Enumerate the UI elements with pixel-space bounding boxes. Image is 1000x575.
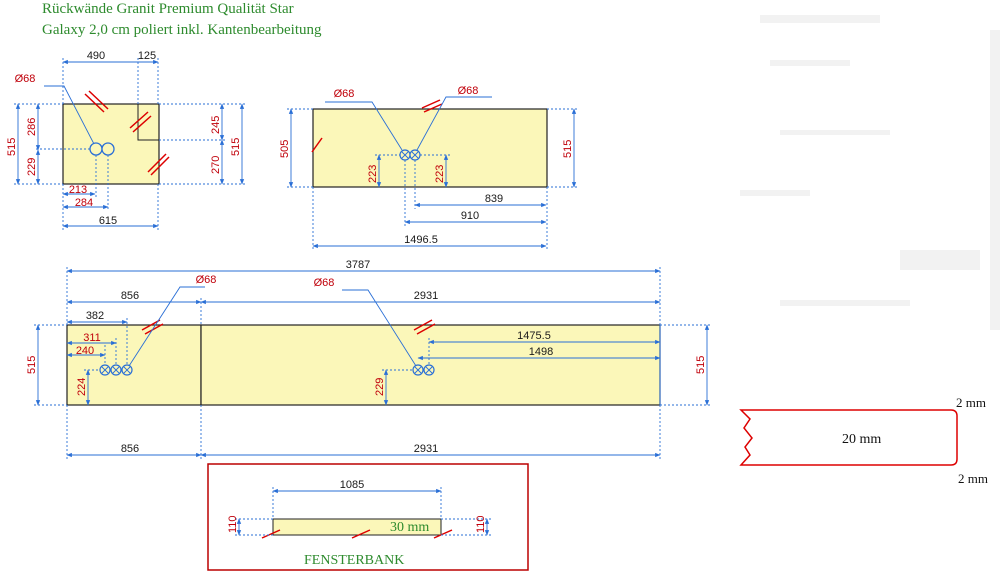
panel-1-hole: [101, 142, 115, 156]
dim-505: 505: [279, 140, 291, 158]
edge-bottom-label: 2 mm: [958, 471, 988, 486]
dim-515-left: 515: [26, 356, 38, 374]
dim-515-left: 515: [6, 138, 18, 156]
dim-856-bottom: 856: [121, 443, 139, 455]
dim-223-right: 223: [434, 165, 446, 183]
dim-490: 490: [87, 50, 105, 62]
dim-515-right: 515: [695, 356, 707, 374]
edge-top-label: 2 mm: [956, 395, 986, 410]
dim-110-right: 110: [475, 515, 487, 533]
dim-224: 224: [76, 378, 88, 396]
fensterbank-thickness: 30 mm: [390, 520, 429, 535]
panel-3: 3787 856 2931 Ø68 Ø68 382 311 240 1475.5…: [26, 259, 711, 459]
dim-223-left: 223: [367, 165, 379, 183]
panel-1-hole: [89, 142, 103, 156]
title-line-1: Rückwände Granit Premium Qualität Star: [42, 1, 294, 17]
dim-615: 615: [99, 215, 117, 227]
edge-profile-shape: [739, 409, 958, 466]
dim-286: 286: [26, 118, 38, 136]
dim-910: 910: [461, 210, 479, 222]
dim-229: 229: [26, 158, 38, 176]
dim-1498: 1498: [529, 346, 553, 358]
dim-270: 270: [210, 156, 222, 174]
dim-240: 240: [76, 345, 94, 357]
cut-marks: [84, 90, 170, 176]
dim-125: 125: [138, 50, 156, 62]
dim-1085: 1085: [340, 479, 364, 491]
hole-label-right: Ø68: [314, 277, 335, 289]
dim-515-right: 515: [230, 138, 242, 156]
dim-1496-5: 1496.5: [404, 234, 438, 246]
dim-515: 515: [562, 140, 574, 158]
hole-label-right: Ø68: [458, 85, 479, 97]
fensterbank-frame: [207, 463, 529, 571]
dim-311: 311: [83, 332, 101, 344]
dim-856-top: 856: [121, 290, 139, 302]
fensterbank-label: FENSTERBANK: [304, 553, 404, 568]
hole-label-left: Ø68: [196, 274, 217, 286]
edge-profile: 20 mm 2 mm 2 mm: [739, 395, 988, 486]
panel-1-notch: [137, 104, 159, 141]
title-line-2: Galaxy 2,0 cm poliert inkl. Kantenbearbe…: [42, 22, 322, 38]
dim-2931-bottom: 2931: [414, 443, 438, 455]
panel-1: 490 125 515 286 229 245 270 515 Ø68 213 …: [6, 50, 246, 230]
hole-label: Ø68: [15, 73, 36, 85]
dim-245: 245: [210, 116, 222, 134]
dim-839: 839: [485, 193, 503, 205]
edge-thickness-label: 20 mm: [842, 432, 881, 447]
fensterbank-box: 1085 110 110 30 mm FENSTERBANK: [207, 463, 529, 571]
dim-284: 284: [75, 197, 93, 209]
dim-213: 213: [69, 184, 87, 196]
panel-2: Ø68 Ø68 505 515 223 223 839 910 1496.5: [279, 85, 578, 250]
dim-382: 382: [86, 310, 104, 322]
dim-110-left: 110: [227, 515, 239, 533]
dim-1475-5: 1475.5: [517, 330, 551, 342]
panel-2-slab: [312, 108, 548, 188]
dim-3787: 3787: [346, 259, 370, 271]
hole-label-left: Ø68: [334, 88, 355, 100]
background-shapes: [740, 15, 1000, 330]
dim-229: 229: [374, 378, 386, 396]
dim-2931-top: 2931: [414, 290, 438, 302]
